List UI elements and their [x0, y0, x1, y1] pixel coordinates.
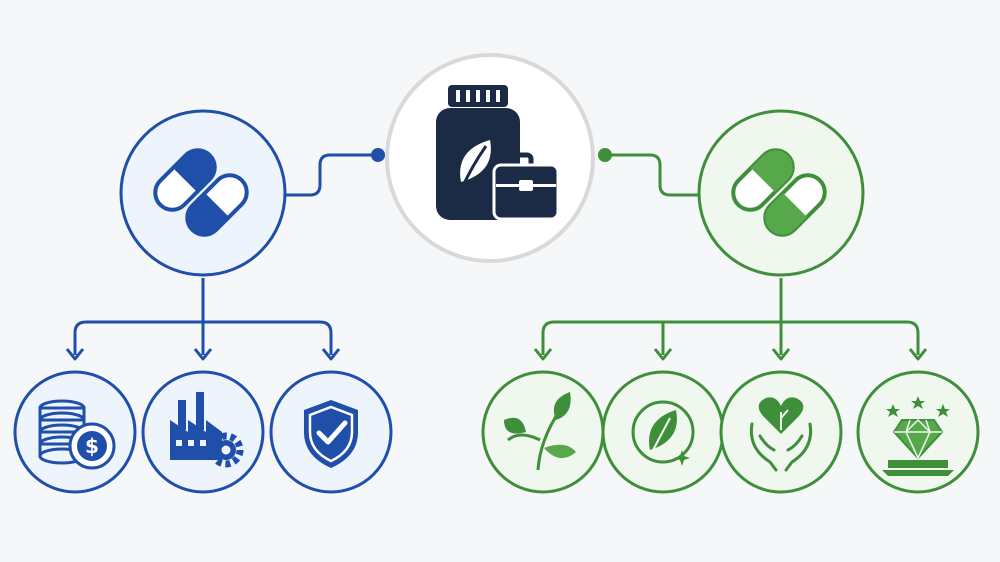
- right-main-node: [697, 109, 865, 277]
- leaves-icon: [504, 392, 576, 471]
- green-capsules-icon: [731, 148, 827, 237]
- hands-heart-icon: [749, 397, 813, 472]
- center-node: [385, 53, 595, 263]
- right-child-1: [481, 370, 605, 494]
- left-main-node: [119, 109, 287, 277]
- svg-text:$: $: [85, 434, 99, 458]
- left-child-2: [141, 370, 265, 494]
- right-child-2: [601, 370, 725, 494]
- right-child-3: [719, 370, 843, 494]
- leaf-sparkle-icon: [631, 400, 695, 466]
- left-child-3: [269, 370, 393, 494]
- left-child-1: $: [13, 370, 137, 494]
- coins-dollar-icon: $: [38, 399, 116, 470]
- gear-icon: [208, 432, 244, 468]
- diamond-stars-icon: [882, 396, 954, 476]
- right-child-4: [856, 370, 980, 494]
- blue-capsules-icon: [153, 148, 249, 237]
- shield-check-icon: [304, 400, 358, 468]
- supplement-jar-briefcase-icon: [436, 85, 560, 221]
- left-connector: [65, 148, 385, 361]
- factory-gear-icon: [170, 392, 244, 468]
- right-connector: [533, 148, 928, 361]
